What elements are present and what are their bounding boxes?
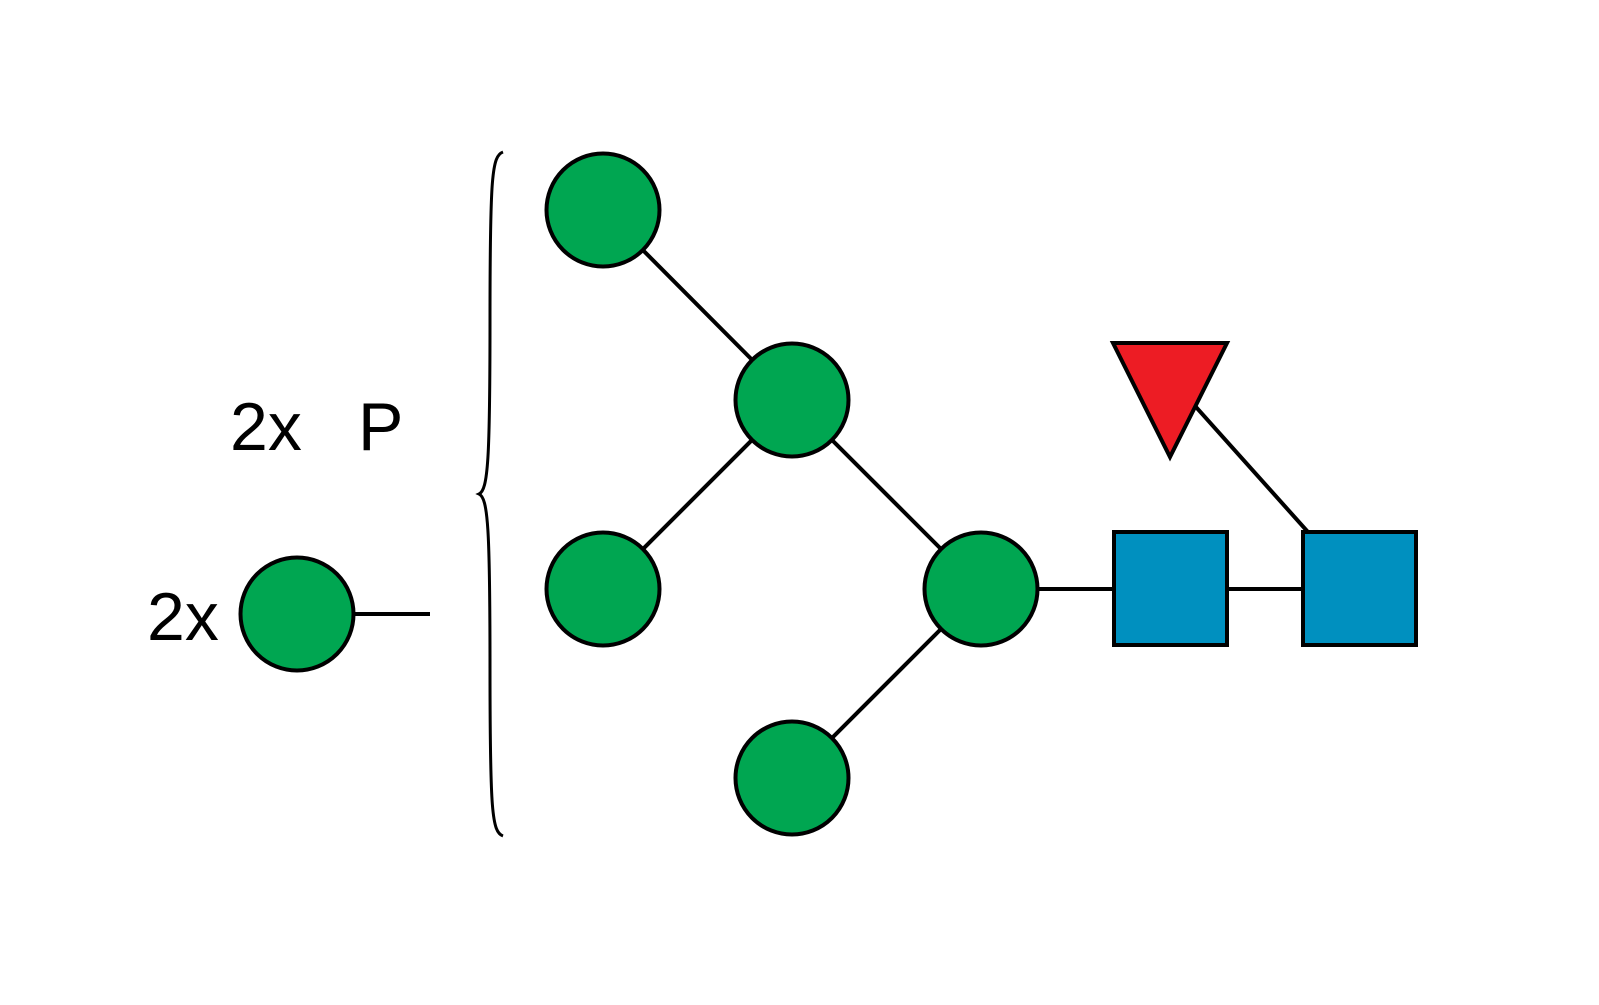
green-circle-icon <box>733 719 851 837</box>
curly-brace <box>475 150 504 838</box>
red-triangle-icon <box>1109 341 1231 462</box>
green-circle-icon <box>544 151 662 269</box>
phosphate-symbol-label: P <box>358 389 403 465</box>
mannose-residues <box>238 151 1040 837</box>
green-circle-icon <box>733 341 851 459</box>
green-circle-icon <box>238 555 356 673</box>
glcnac-residues <box>1112 530 1418 647</box>
linkage-lines <box>297 208 1361 780</box>
phosphate-count-label: 2x <box>230 389 302 465</box>
green-circle-icon <box>922 530 1040 648</box>
blue-square-icon <box>1112 530 1229 647</box>
green-circle-icon <box>544 530 662 648</box>
blue-square-icon <box>1301 530 1418 647</box>
hexose-count-label: 2x <box>147 579 219 655</box>
